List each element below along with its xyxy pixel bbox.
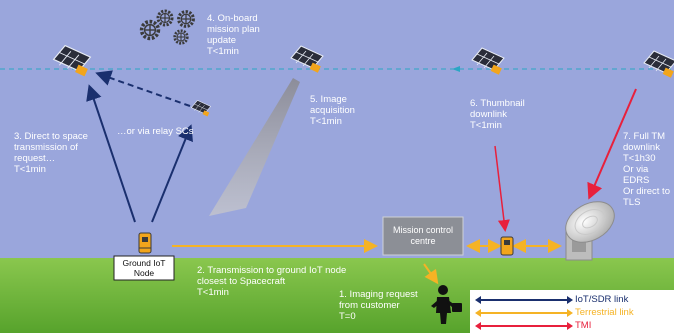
legend-label: TMI bbox=[575, 320, 592, 331]
iot-node-icon bbox=[138, 232, 152, 254]
relay-uplink-arrow bbox=[151, 124, 193, 223]
legend-item-iot: IoT/SDR link bbox=[470, 294, 674, 306]
imaging-beam bbox=[209, 78, 300, 216]
step5-label: 5. Image acquisition T<1min bbox=[310, 94, 355, 127]
arrow-left-icon bbox=[475, 322, 481, 330]
step1-label: 1. Imaging request from customer T=0 bbox=[339, 289, 418, 322]
relay-label: …or via relay SCs bbox=[117, 126, 194, 137]
legend-line bbox=[478, 299, 568, 301]
arrow-right-icon bbox=[567, 322, 573, 330]
step7-label: 7. Full TM downlink T<1h30 Or via EDRS O… bbox=[623, 131, 670, 208]
legend-line bbox=[478, 312, 568, 314]
arrow-right-icon bbox=[567, 296, 573, 304]
arrow-left-icon bbox=[475, 309, 481, 317]
mission-control-box bbox=[382, 216, 464, 256]
direct-uplink-arrow bbox=[86, 84, 136, 223]
step4-label: 4. On-board mission plan update T<1min bbox=[207, 13, 260, 57]
arrow-right-icon bbox=[567, 309, 573, 317]
mission-control-label: Mission control centre bbox=[392, 225, 454, 246]
full-tm-downlink-arrow bbox=[587, 88, 637, 200]
iot-node-icon bbox=[500, 236, 514, 256]
request-arrow bbox=[423, 263, 439, 285]
arrow-left-icon bbox=[475, 296, 481, 304]
orbit-arrow-icon bbox=[452, 66, 460, 72]
legend-label: Terrestrial link bbox=[575, 307, 634, 318]
step2-label: 2. Transmission to ground IoT node close… bbox=[197, 265, 347, 298]
step6-label: 6. Thumbnail downlink T<1min bbox=[470, 98, 525, 131]
legend-item-tmi: TMI bbox=[470, 320, 674, 332]
ground-node-label: Ground IoT Node bbox=[122, 258, 166, 278]
legend-line bbox=[478, 325, 568, 327]
legend-item-terrestrial: Terrestrial link bbox=[470, 307, 674, 319]
person-icon bbox=[431, 285, 462, 324]
step3-label: 3. Direct to space transmission of reque… bbox=[14, 131, 88, 175]
thumbnail-downlink-arrow bbox=[494, 145, 510, 232]
legend: IoT/SDR link Terrestrial link TMI bbox=[470, 290, 674, 333]
relay-crosslink-arrow bbox=[95, 70, 191, 107]
legend-label: IoT/SDR link bbox=[575, 294, 629, 305]
ground-node-box bbox=[113, 255, 175, 281]
ground-station-dish-icon bbox=[565, 201, 615, 261]
